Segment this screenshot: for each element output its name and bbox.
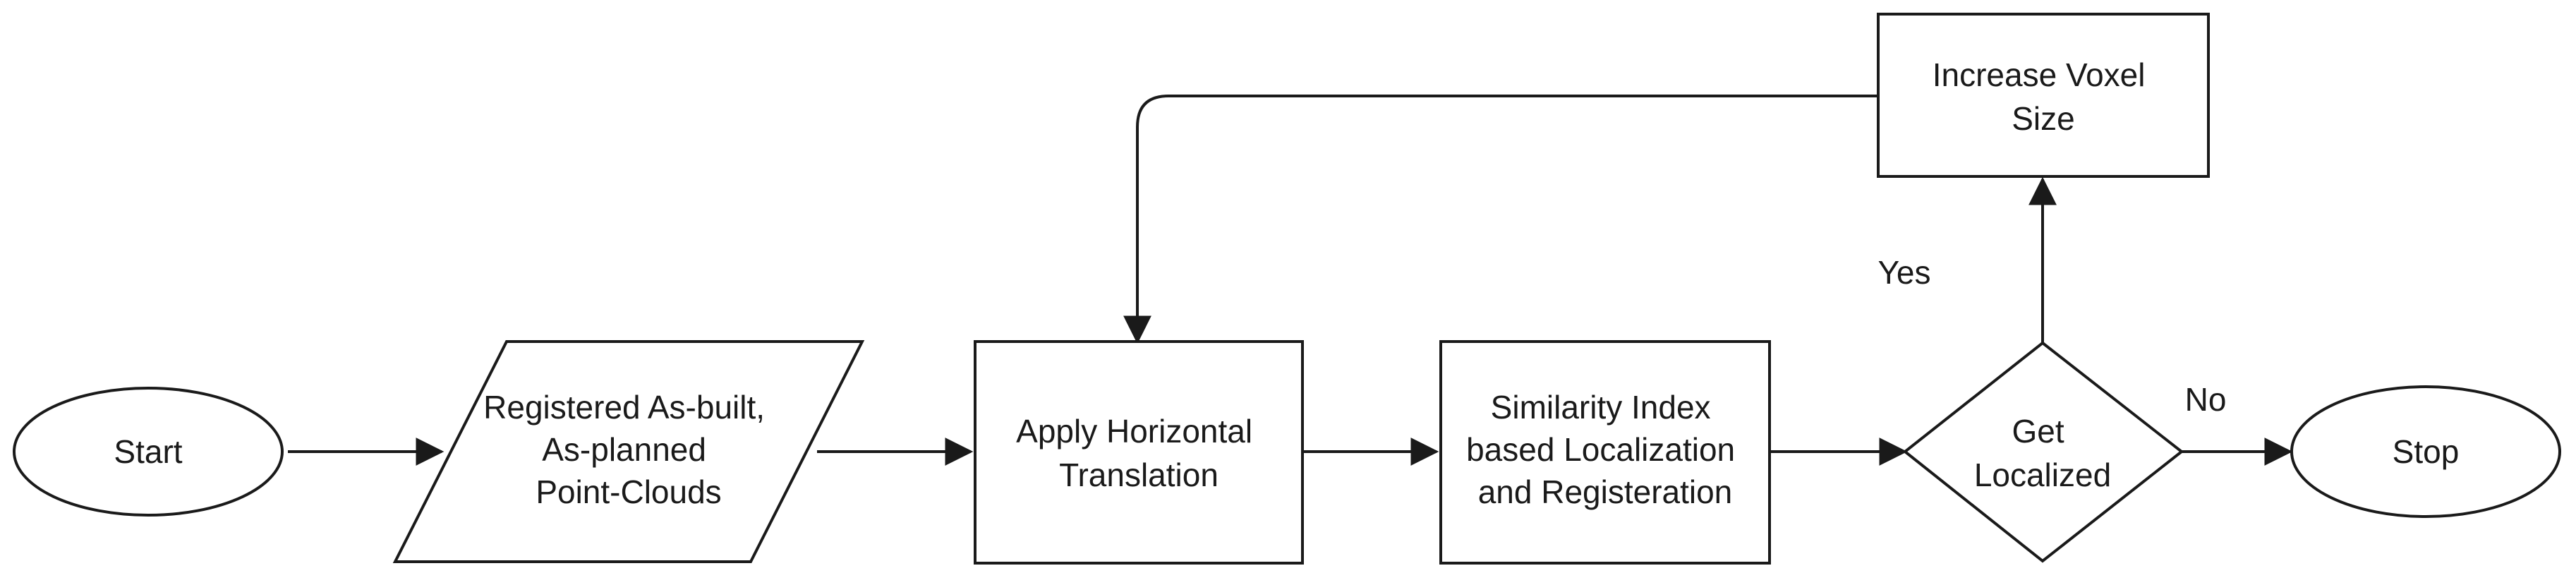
input-data-shape — [392, 340, 865, 563]
input-label-line-2: As-planned — [542, 431, 706, 468]
similarity-label-line-2: based Localization — [1466, 431, 1735, 468]
input-label: Registered As-built, As-planned Point-Cl… — [483, 389, 774, 510]
voxel-label-line-2: Size — [2012, 100, 2074, 137]
voxel-label: Increase Voxel Size — [1933, 56, 2155, 137]
similarity-label: Similarity Index based Localization and … — [1466, 389, 1744, 510]
translate-process-shape — [974, 340, 1304, 565]
similarity-label-line-1: Similarity Index — [1491, 389, 1711, 426]
translate-label-line-2: Translation — [1059, 457, 1219, 493]
decision-shape — [1902, 341, 2184, 563]
input-node: Registered As-built, As-planned Point-Cl… — [392, 340, 865, 563]
similarity-node: Similarity Index based Localization and … — [1439, 340, 1771, 565]
start-node: Start — [13, 387, 284, 517]
decision-node: Get Localized — [1902, 341, 2184, 563]
edge-label-no: No — [2185, 381, 2227, 418]
decision-label-line-1: Get — [2012, 413, 2064, 450]
stop-label: Stop — [2393, 433, 2460, 470]
start-terminal-shape — [13, 387, 284, 517]
translate-label-line-1: Apply Horizontal — [1016, 413, 1252, 450]
stop-terminal-shape — [2290, 385, 2561, 518]
edge-label-yes: Yes — [1877, 254, 1930, 291]
similarity-process-shape — [1439, 340, 1771, 565]
voxel-label-line-1: Increase Voxel — [1933, 56, 2146, 93]
edge-voxel-to-translate — [1123, 95, 1878, 344]
input-label-line-3: Point-Clouds — [536, 474, 721, 510]
translate-label: Apply Horizontal Translation — [1016, 413, 1262, 493]
similarity-label-line-3: and Registeration — [1478, 474, 1733, 510]
input-label-line-1: Registered As-built, — [483, 389, 765, 426]
decision-label: Get Localized — [1974, 413, 2111, 493]
stop-node: Stop — [2290, 385, 2561, 518]
start-label: Start — [114, 433, 182, 470]
voxel-process-shape — [1877, 13, 2210, 178]
voxel-node: Increase Voxel Size — [1877, 13, 2210, 178]
translate-node: Apply Horizontal Translation — [974, 340, 1304, 565]
decision-label-line-2: Localized — [1974, 457, 2111, 493]
